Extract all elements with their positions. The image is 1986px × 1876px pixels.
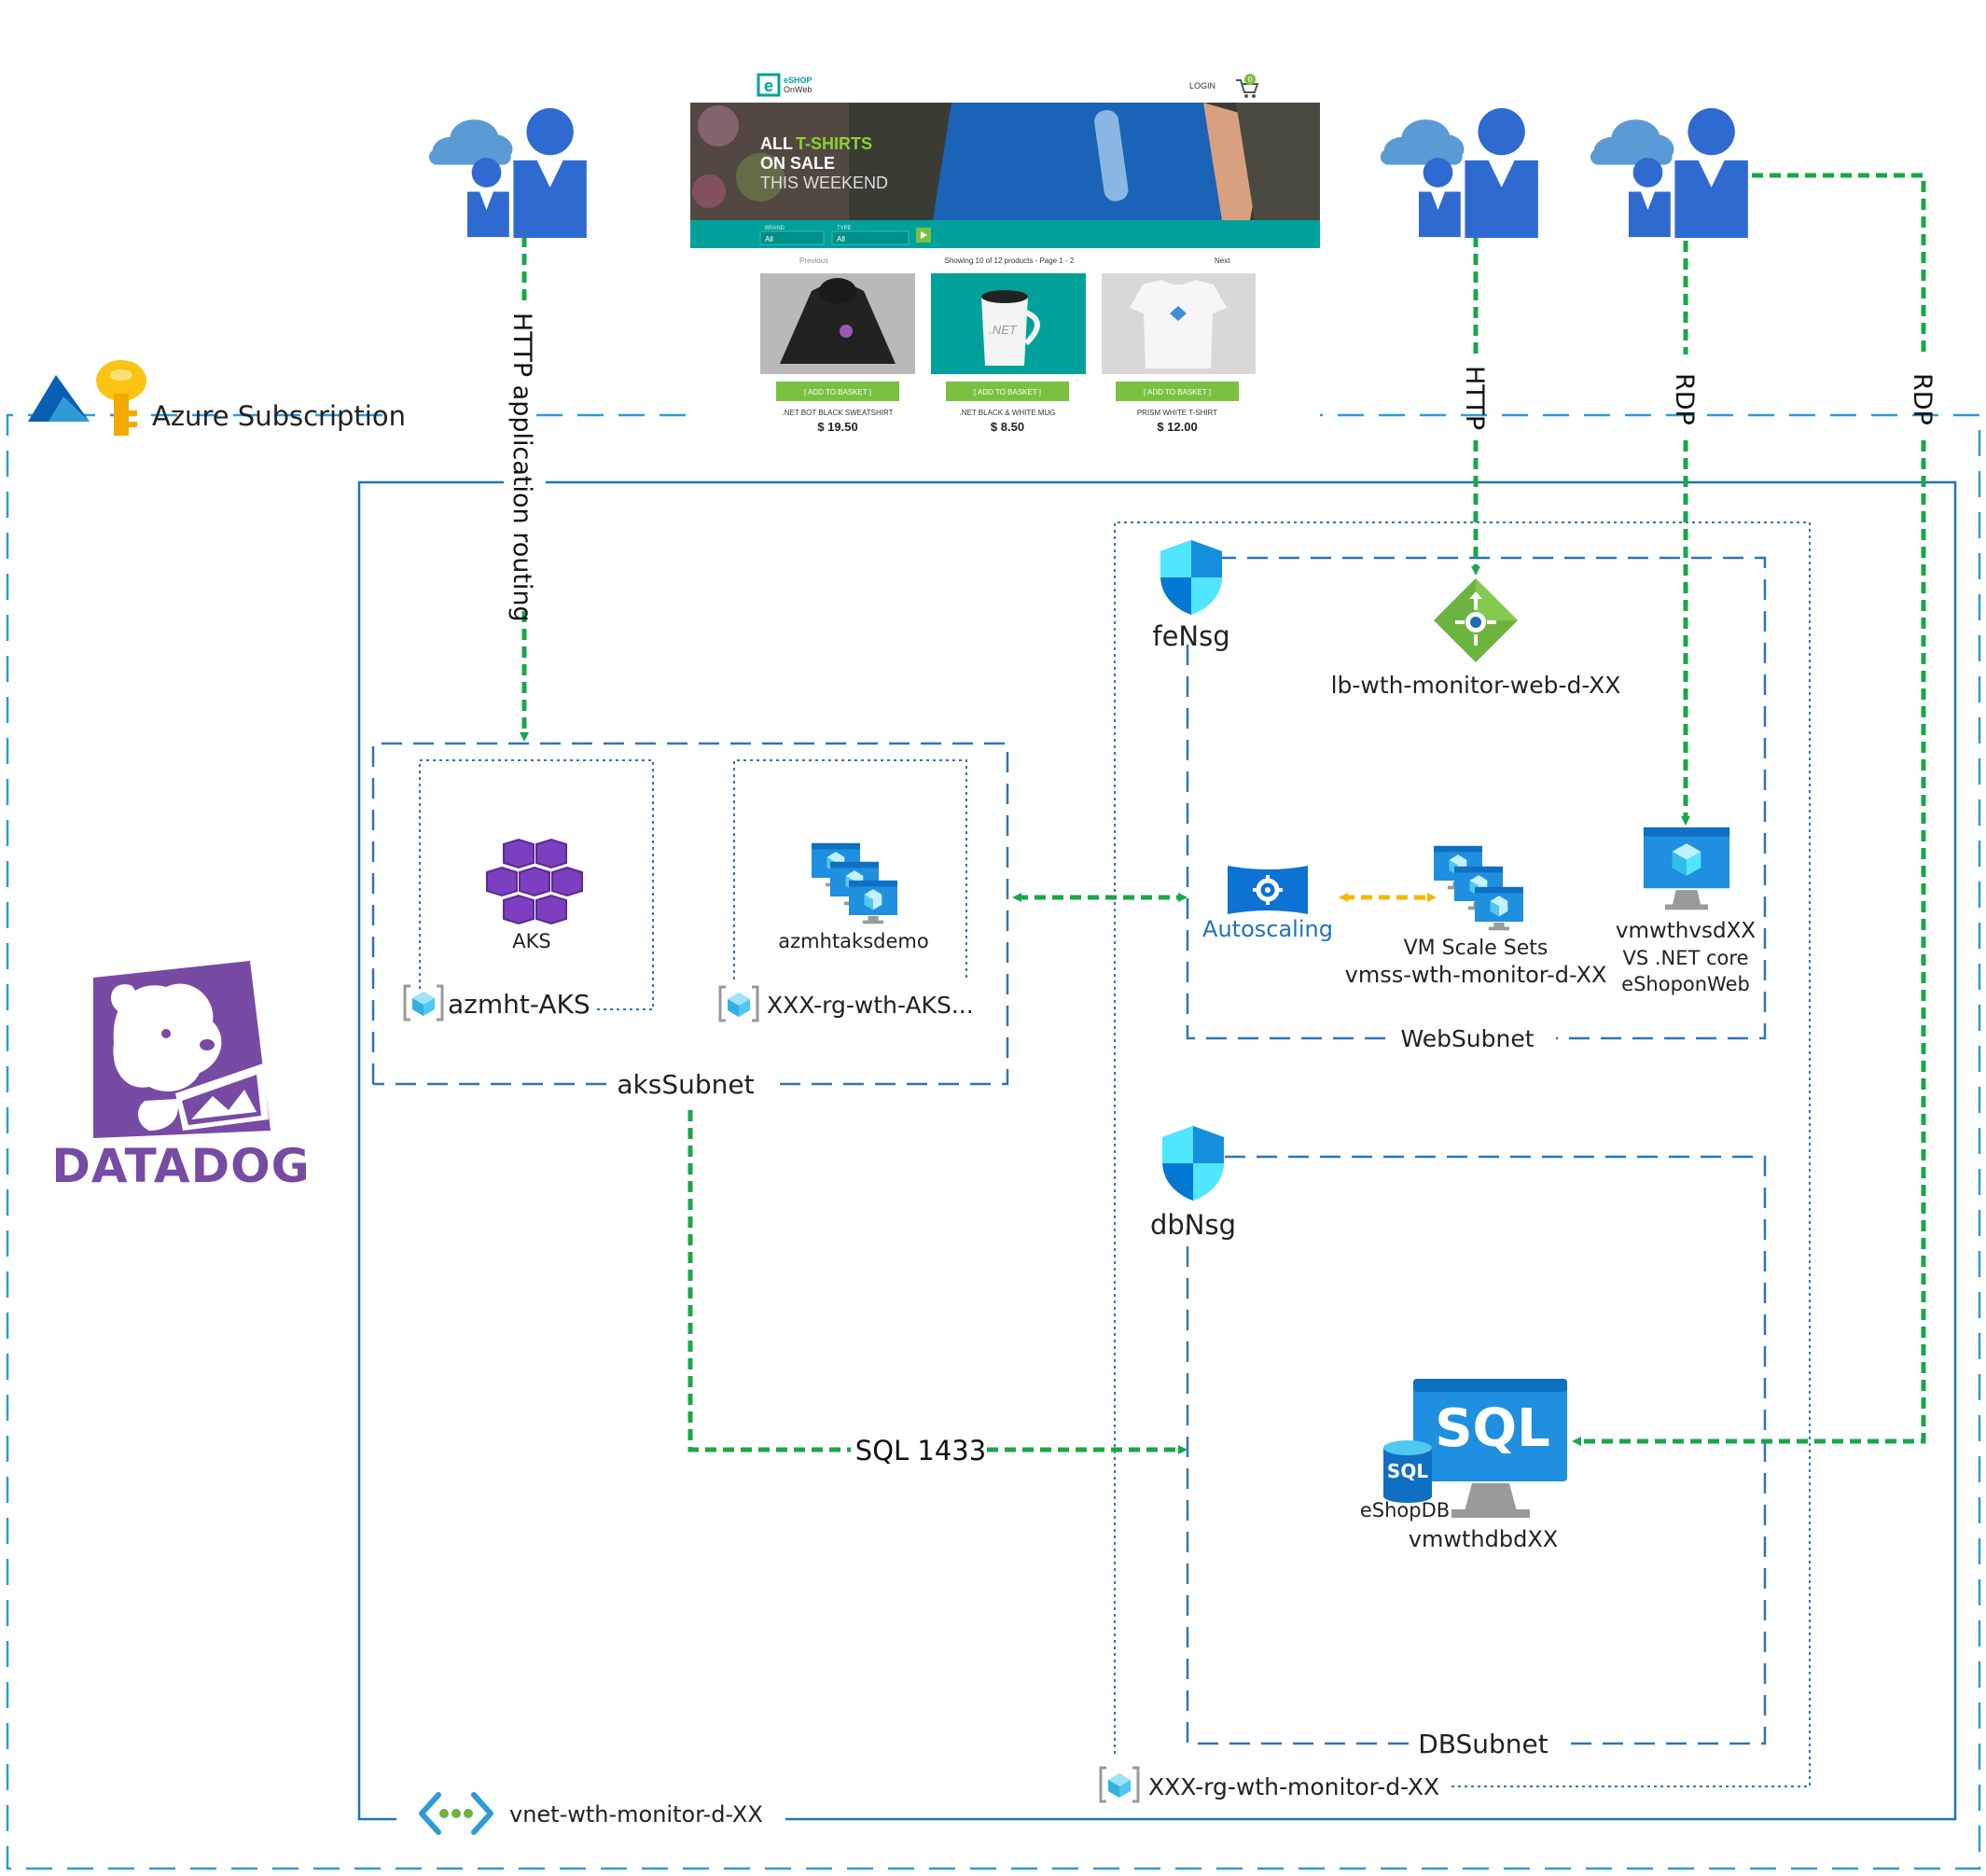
vmss-label-line2: vmss-wth-monitor-d-XX [1345, 962, 1607, 988]
rg-monitor-label: XXX-rg-wth-monitor-d-XX [1148, 1773, 1439, 1800]
product-price-2: $ 8.50 [991, 420, 1024, 434]
product-name-1: .NET BOT BLACK SWEATSHIRT [783, 409, 894, 417]
filter-type-value: All [837, 235, 845, 243]
svg-text:e: e [764, 76, 773, 95]
load-balancer-icon [1434, 578, 1518, 662]
aks-demo-vm-icon-3 [849, 880, 897, 924]
add-to-basket-label-2: [ ADD TO BASKET ] [974, 388, 1041, 396]
aks-subnet-boundary [371, 742, 1009, 1086]
db-nsg-shield-icon [1162, 1126, 1224, 1201]
aks-icon [486, 838, 583, 925]
datadog-logo-icon [93, 961, 271, 1138]
http-routing-label: HTTP application routing [507, 313, 536, 622]
banner-line2: ON SALE [760, 154, 835, 173]
load-balancer-label: lb-wth-monitor-web-d-XX [1331, 672, 1621, 699]
sql-database-badge: SQL [1387, 1460, 1428, 1482]
banner-line3: THIS WEEKEND [760, 174, 888, 192]
vmss-icon-3 [1475, 886, 1523, 931]
eshop-logo-icon [757, 73, 781, 97]
cart-count: 0 [1248, 76, 1253, 84]
fe-nsg-label: feNsg [1152, 620, 1229, 652]
sql-server-icon [1413, 1379, 1567, 1518]
pager-info: Showing 10 of 12 products - Page 1 - 2 [945, 257, 1075, 265]
add-to-basket-label-1: [ ADD TO BASKET ] [804, 388, 871, 396]
filter-type-select[interactable] [831, 230, 910, 245]
rg-monitor-boundary [1114, 521, 1811, 1787]
eshop-logo-top: eSHOP [784, 76, 812, 85]
banner-line1a: ALL [760, 134, 793, 153]
web-vm-label-line2: VS .NET core [1622, 947, 1748, 969]
add-to-basket-button-1[interactable] [776, 382, 899, 401]
add-to-basket-button-2[interactable] [946, 382, 1069, 401]
product-name-3: PRISM WHITE T-SHIRT [1137, 409, 1217, 417]
autoscaling-icon [1228, 866, 1308, 914]
vnet-boundary [357, 480, 1957, 1821]
filter-brand-select[interactable] [759, 230, 825, 245]
aks-rg-name: XXX-rg-wth-AKS... [767, 992, 974, 1019]
datadog-wordmark: DATADOG [51, 1139, 310, 1193]
aks-rg-resource-icon [718, 985, 759, 1022]
aks-icon-label: AKS [512, 930, 550, 952]
subscription-label: Azure Subscription [152, 400, 406, 432]
db-nsg-label: dbNsg [1150, 1209, 1236, 1241]
db-name-label: eShopDB [1360, 1499, 1450, 1522]
db-subnet-boundary [1186, 1155, 1767, 1745]
filter-type-label: TYPE [837, 226, 852, 231]
web-subnet-label: WebSubnet [1400, 1025, 1534, 1052]
vnet-label: vnet-wth-monitor-d-XX [509, 1801, 763, 1827]
pager-next[interactable]: Next [1215, 257, 1230, 265]
db-subnet-label: DBSubnet [1418, 1729, 1549, 1759]
rdp-label-1: RDP [1670, 373, 1699, 425]
add-to-basket-label-3: [ ADD TO BASKET ] [1144, 388, 1211, 396]
web-vm-icon [1643, 827, 1730, 910]
eshop-screenshot: e eSHOP OnWeb LOGIN 0 ALL T-SHIRTS ON SA… [690, 65, 1320, 434]
user-http-routing-icon [428, 107, 587, 238]
web-vm-label-line3: eShoponWeb [1621, 973, 1750, 995]
user-http-icon [1380, 107, 1538, 238]
autoscaling-label: Autoscaling [1202, 916, 1333, 942]
pager-previous[interactable]: Previous [799, 257, 828, 265]
web-subnet-boundary [1186, 556, 1767, 1040]
filter-brand-label: BRAND [765, 226, 785, 231]
product-price-1: $ 19.50 [817, 420, 857, 434]
sql-connection-label: SQL 1433 [855, 1435, 986, 1466]
rdp-db-line-top [1752, 173, 1926, 353]
cart-icon[interactable]: 0 [1236, 74, 1259, 98]
web-vm-label-line1: vmwthvsdXX [1616, 919, 1756, 943]
db-vm-label: vmwthdbdXX [1409, 1526, 1558, 1552]
fe-nsg-shield-icon [1160, 540, 1222, 615]
aks-subnet-label: aksSubnet [617, 1069, 754, 1100]
sql-database-icon [1383, 1440, 1432, 1503]
vmss-label-line1: VM Scale Sets [1404, 937, 1549, 960]
aks-cluster-resource-icon [403, 984, 444, 1021]
product-name-2: .NET BLACK & WHITE MUG [960, 409, 1056, 417]
rdp-db-line-bottom [1572, 440, 1926, 1446]
rdp-label-2: RDP [1908, 373, 1937, 425]
rg-monitor-icon [1099, 1766, 1140, 1803]
azure-logo-icon [28, 375, 90, 422]
aks-cluster-name: azmht-AKS [448, 989, 590, 1020]
aks-rg-box [733, 759, 967, 980]
banner-line1b: T-SHIRTS [796, 134, 872, 153]
user-rdp-icon [1590, 107, 1748, 238]
sql-line-left [687, 1110, 851, 1452]
http-label: HTTP [1460, 366, 1489, 430]
add-to-basket-button-3[interactable] [1116, 382, 1239, 401]
mug-text: .NET [989, 323, 1018, 337]
aks-demo-label: azmhtaksdemo [778, 930, 928, 952]
aks-cluster-box [419, 759, 654, 1010]
eshop-logo-bottom: OnWeb [784, 85, 812, 94]
filter-brand-value: All [765, 235, 773, 243]
key-icon [96, 360, 146, 436]
sql-screen-text: SQL [1435, 1398, 1550, 1459]
vnet-icon [419, 1792, 493, 1835]
product-price-3: $ 12.00 [1157, 420, 1197, 434]
eshop-login-link[interactable]: LOGIN [1189, 81, 1215, 90]
